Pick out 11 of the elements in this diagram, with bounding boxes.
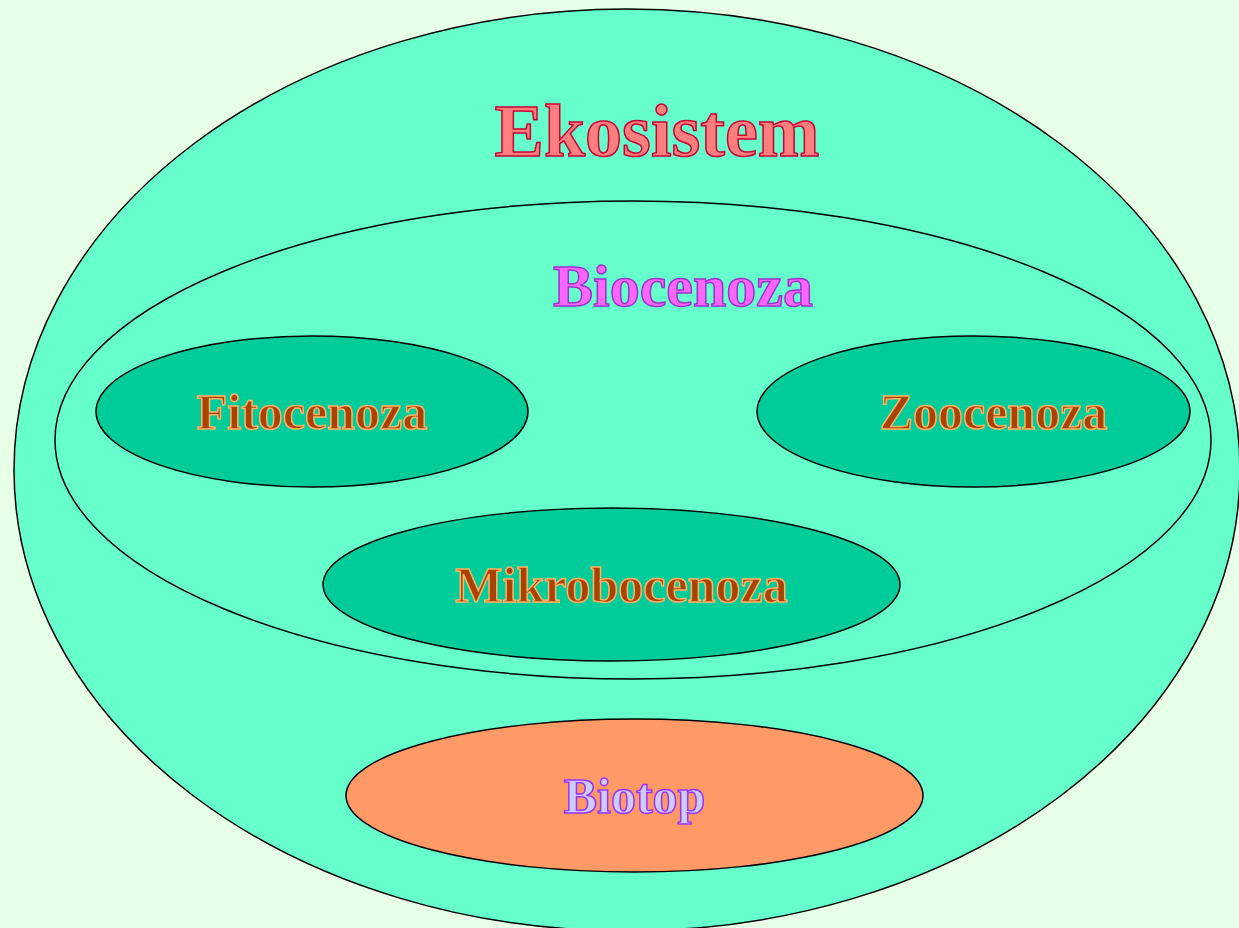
ellipse-region bbox=[95, 335, 529, 488]
ellipse-region bbox=[756, 335, 1191, 488]
ellipse-label: Ekosistem bbox=[494, 94, 820, 168]
ellipse-region bbox=[13, 8, 1239, 928]
ellipse-label: Zoocenoza bbox=[879, 386, 1108, 437]
ellipse-region bbox=[322, 507, 901, 662]
ellipse-label: Biocenoza bbox=[553, 256, 813, 316]
ellipse-region bbox=[345, 718, 924, 873]
ellipse-label: Fitocenoza bbox=[196, 386, 428, 437]
ellipse-label: Mikrobocenoza bbox=[455, 559, 788, 610]
ellipse-region bbox=[54, 200, 1212, 680]
